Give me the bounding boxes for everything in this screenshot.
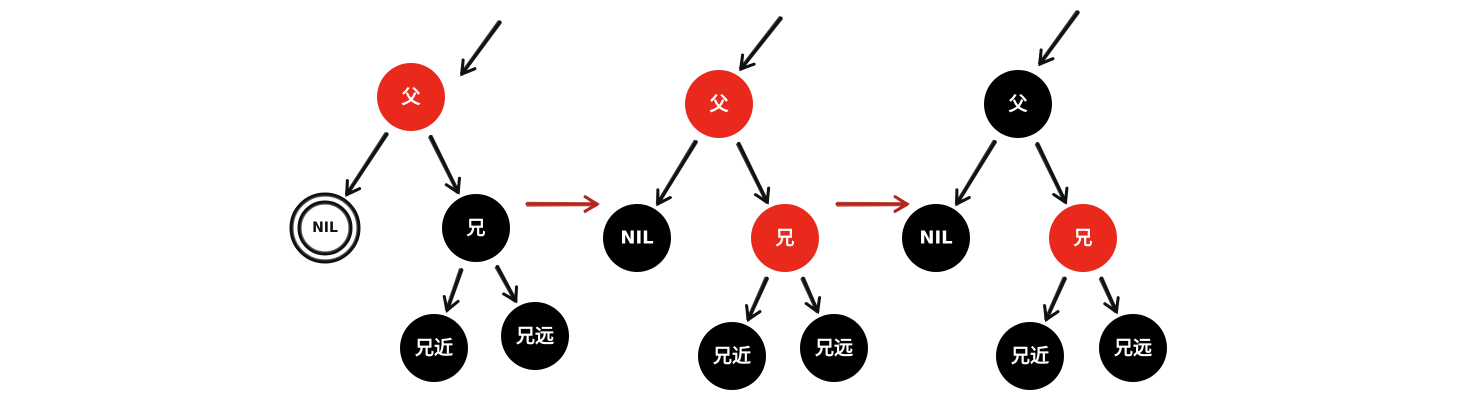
panel-step-1: 父 NIL 兄兄近 兄远 [289,63,569,382]
node-nil: NIL [603,204,671,272]
node-label: 兄远 [1113,337,1152,359]
node-label: NIL [312,220,338,236]
node-label: 兄 [774,227,794,249]
node-sibling: 兄 [1049,204,1117,272]
edge-parent-to-nil [954,139,998,207]
panel-step-2: 父 NIL 兄兄近 兄远 [603,70,868,390]
node-label: 兄近 [712,345,751,367]
node-label: NIL [919,228,952,249]
node-far-nephew: 兄远 [800,314,868,382]
node-far-nephew: 兄远 [1099,314,1167,382]
node-parent: 父 [984,70,1052,138]
node-label: 兄 [465,217,485,239]
incoming-edge-arrow [738,16,783,72]
node-sibling: 兄 [442,194,510,262]
edge-parent-to-sibling [1034,142,1069,205]
node-label: 兄 [1072,227,1092,249]
incoming-edge-arrow [1037,10,1080,67]
node-label: 兄近 [414,337,453,359]
edge-parent-to-sibling [428,134,461,195]
edge-parent-to-nil [344,131,389,197]
arrow-right-icon [525,195,600,213]
node-near-nephew: 兄近 [698,322,766,390]
node-label: NIL [620,228,653,249]
arrow-right-icon [835,195,910,213]
node-nil: NIL [902,204,970,272]
edge-parent-to-sibling [735,141,771,205]
node-near-nephew: 兄近 [996,322,1064,390]
node-nil: NIL [289,192,361,264]
node-label: 兄远 [814,337,853,359]
node-sibling: 兄 [751,204,819,272]
edge-sibling-to-far-nephew [494,265,519,304]
edge-sibling-to-far-nephew [800,276,822,315]
node-label: 兄远 [515,325,554,347]
edge-sibling-to-near-nephew [1043,276,1068,323]
node-parent: 父 [377,63,445,131]
node-label: 父 [708,93,729,115]
edge-sibling-to-far-nephew [1098,276,1120,315]
panel-step-3: 父 NIL 兄兄近 兄远 [902,70,1167,390]
node-parent: 父 [685,70,753,138]
edge-sibling-to-near-nephew [745,276,770,323]
node-far-nephew: 兄远 [501,302,569,370]
node-near-nephew: 兄近 [400,314,468,382]
edge-sibling-to-near-nephew [442,268,464,313]
node-label: 父 [400,86,421,108]
edge-parent-to-nil [655,139,699,207]
node-label: 兄近 [1010,345,1049,367]
node-label: 父 [1007,93,1028,115]
incoming-edge-arrow [459,20,502,77]
